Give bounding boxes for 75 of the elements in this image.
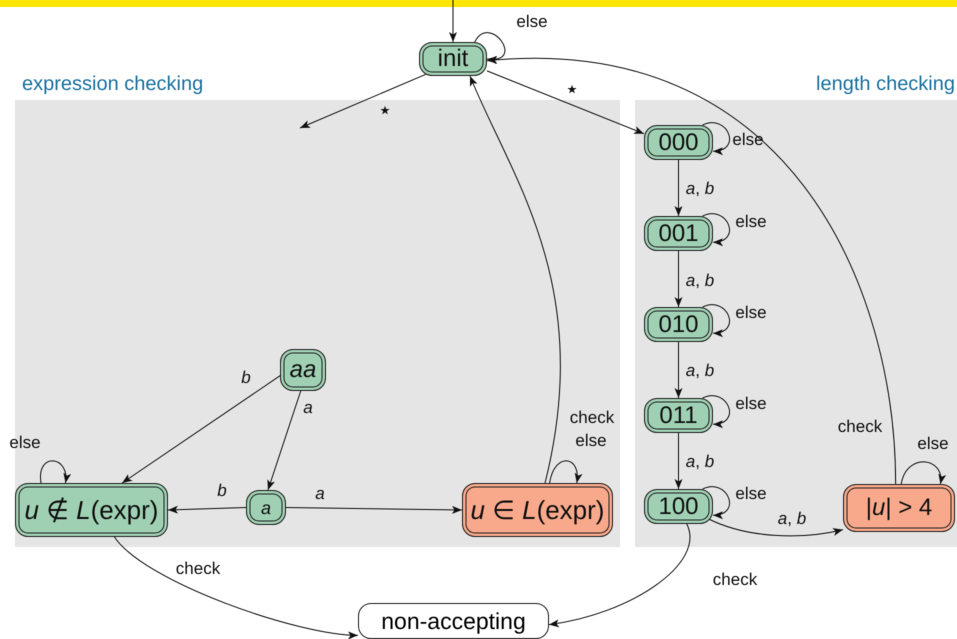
state-label: 000 xyxy=(658,130,699,154)
state-box xyxy=(15,483,168,537)
edge-label: check xyxy=(838,417,882,437)
edge-label: a, b xyxy=(686,361,714,381)
self-loop-arrow xyxy=(474,32,506,64)
arrow xyxy=(449,0,457,42)
arrow xyxy=(300,74,426,128)
arrow xyxy=(168,506,246,514)
state-label: |u| > 4 xyxy=(866,496,932,520)
edge-label: else xyxy=(735,394,767,414)
edge-label: a, b xyxy=(686,271,714,291)
edge-label: ⋆ xyxy=(377,96,393,124)
state-box xyxy=(280,349,326,391)
arrow xyxy=(674,160,682,216)
state-box xyxy=(462,483,613,537)
edge-label: else xyxy=(516,12,548,32)
arrow xyxy=(674,250,682,308)
arrow xyxy=(486,70,644,134)
edge-label: a, b xyxy=(686,452,714,472)
edge-label: a, b xyxy=(778,509,806,529)
arrow xyxy=(267,390,302,490)
arrow xyxy=(122,374,283,484)
edge-label: b xyxy=(217,481,227,501)
arrow xyxy=(674,342,682,398)
edge-label: else xyxy=(917,434,949,454)
self-loop-arrow xyxy=(900,461,946,484)
edge-label: else xyxy=(575,431,607,451)
edge-label: a xyxy=(303,398,313,418)
state-box xyxy=(644,125,713,160)
edge-label: b xyxy=(241,368,251,388)
edge-label: else xyxy=(735,212,767,232)
arrow xyxy=(286,506,462,514)
state-box xyxy=(644,216,713,251)
state-box xyxy=(644,307,713,342)
state-label: 100 xyxy=(658,494,699,518)
state-label: u ∉ L(expr) xyxy=(24,497,158,523)
self-loop-arrow xyxy=(702,486,730,518)
state-label: 001 xyxy=(658,222,699,246)
state-box xyxy=(644,398,713,433)
self-loop-arrow xyxy=(549,460,582,484)
state-box xyxy=(644,489,713,524)
edge-label: check xyxy=(570,408,614,428)
panel-heading: length checking xyxy=(816,73,955,96)
edge-label: check xyxy=(176,559,220,579)
arrow xyxy=(486,56,896,484)
arrow xyxy=(114,536,358,639)
edge-label: else xyxy=(9,433,41,453)
arrow xyxy=(548,524,690,627)
state-label: non-accepting xyxy=(381,608,526,634)
edge-label: a xyxy=(315,484,325,504)
self-loop-arrow xyxy=(40,460,70,484)
state-box xyxy=(358,603,549,639)
edge-label: a, b xyxy=(686,179,714,199)
edge-label: check xyxy=(712,570,758,590)
arrow xyxy=(674,432,682,490)
edge-label: ⋆ xyxy=(564,75,580,103)
self-loop-arrow xyxy=(702,122,730,154)
state-label: 011 xyxy=(659,404,698,428)
edge-label: else xyxy=(732,130,764,150)
state-label: a xyxy=(260,498,271,516)
state-label: 010 xyxy=(658,312,699,336)
panel-heading: expression checking xyxy=(22,73,204,96)
state-label: init xyxy=(438,47,468,71)
arrow xyxy=(470,76,561,484)
self-loop-arrow xyxy=(702,304,730,336)
edge-label: else xyxy=(735,303,767,323)
edge-label: else xyxy=(735,484,767,504)
state-label: aa xyxy=(290,358,316,382)
state-box xyxy=(419,42,487,76)
arrow xyxy=(708,518,844,536)
state-box xyxy=(843,484,955,532)
state-box xyxy=(246,490,286,525)
state-label: u ∈ L(expr) xyxy=(470,497,604,523)
self-loop-arrow xyxy=(702,395,730,428)
self-loop-arrow xyxy=(702,213,730,246)
